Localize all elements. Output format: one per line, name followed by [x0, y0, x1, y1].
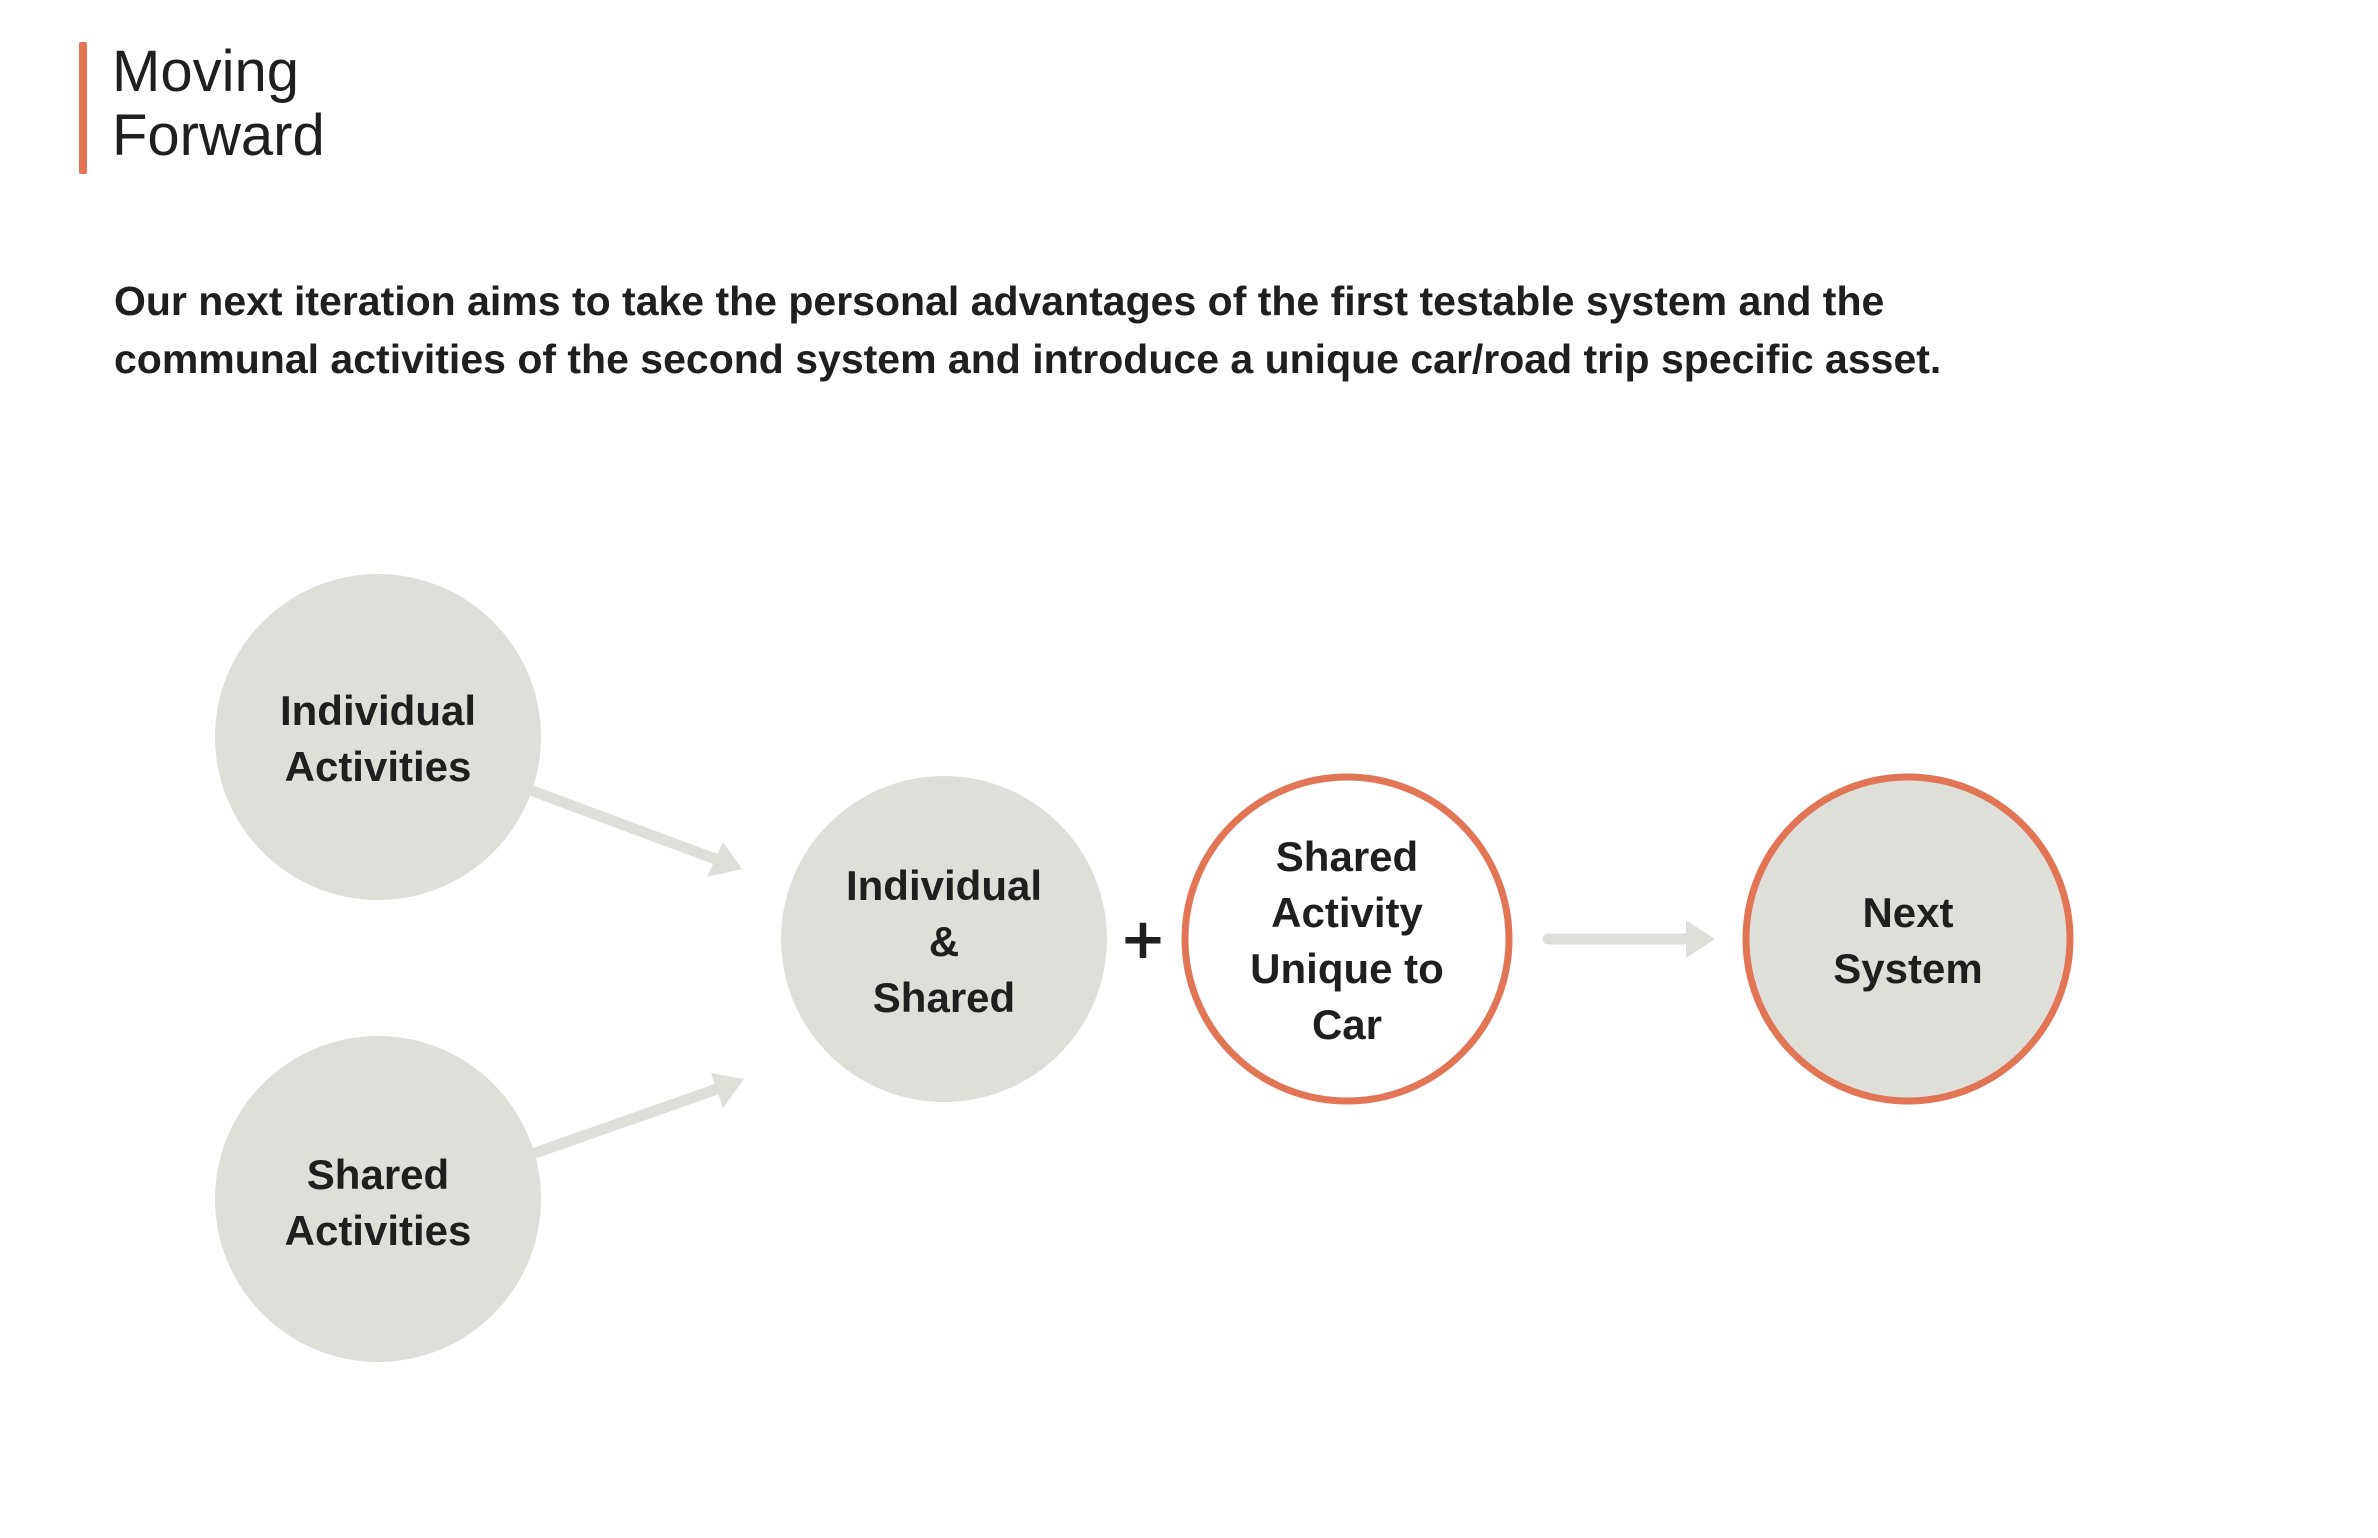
page-title-line-2: Forward [112, 103, 325, 168]
node-individual-activities: Individual Activities [215, 574, 541, 900]
node-shared-activities-line-2: Activities [285, 1207, 472, 1254]
node-next-system-line-2: System [1833, 945, 1982, 992]
title-accent-bar [79, 42, 87, 174]
node-individual-and-shared-line-1: Individual [846, 862, 1042, 909]
arrow-to-next-system [1542, 920, 1715, 958]
node-individual-activities-line-2: Activities [285, 743, 472, 790]
node-unique-line-4: Car [1312, 1001, 1382, 1048]
intro-line-1: Our next iteration aims to take the pers… [114, 278, 1885, 324]
plus-operator: + [1120, 907, 1167, 972]
node-individual-and-shared-line-3: Shared [873, 974, 1015, 1021]
node-unique-line-3: Unique to [1250, 945, 1444, 992]
node-individual-and-shared-line-2: & [929, 918, 959, 965]
arrow-individual-to-combined [524, 784, 742, 877]
page-title-line-1: Moving [112, 39, 299, 104]
node-shared-activities-line-1: Shared [307, 1151, 449, 1198]
arrow-shared-to-combined [529, 1073, 744, 1159]
node-individual-activities-line-1: Individual [280, 687, 476, 734]
node-shared-activity-unique-to-car: Shared Activity Unique to Car [1181, 773, 1513, 1105]
node-shared-activities: Shared Activities [215, 1036, 541, 1362]
node-next-system: Next System [1742, 773, 2074, 1105]
node-individual-and-shared: Individual & Shared [781, 776, 1107, 1102]
intro-line-2: communal activities of the second system… [114, 336, 1942, 382]
node-next-system-line-1: Next [1862, 889, 1953, 936]
node-unique-line-2: Activity [1271, 889, 1423, 936]
page-title: Moving Forward [112, 40, 325, 168]
intro-paragraph: Our next iteration aims to take the pers… [114, 272, 2114, 388]
node-unique-line-1: Shared [1276, 833, 1418, 880]
